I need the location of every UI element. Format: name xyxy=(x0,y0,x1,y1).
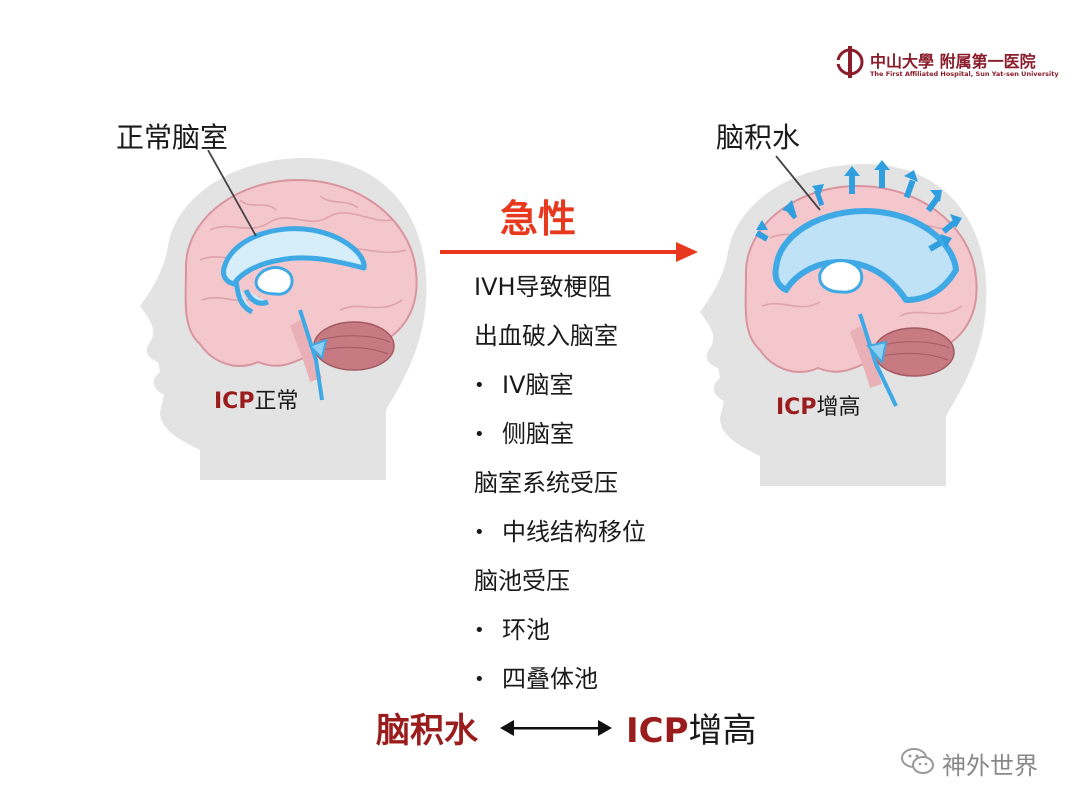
right-arrow-icon xyxy=(440,242,698,262)
bullet-icon: • xyxy=(474,522,485,543)
logo-subtitle: The First Affiliated Hospital, Sun Yat-s… xyxy=(870,70,1059,78)
icp-abbr: ICP xyxy=(214,389,255,414)
ventricles-left xyxy=(221,226,367,315)
cerebellum-right xyxy=(873,327,955,377)
cerebellum-left xyxy=(313,321,395,371)
cause-subitem: • 环池 xyxy=(474,615,734,664)
icp-abbr: ICP xyxy=(776,395,817,420)
cause-subitem: • IV脑室 xyxy=(474,370,734,419)
icp-state: 正常 xyxy=(254,389,299,414)
cause-text: 环池 xyxy=(502,616,550,644)
hydrocephalus-term: 脑积水 xyxy=(376,711,478,751)
cause-subitem: • 四叠体池 xyxy=(474,664,734,713)
cause-heading: 脑室系统受压 xyxy=(474,468,734,517)
icp-normal-label: ICP正常 xyxy=(214,383,298,415)
wechat-icon xyxy=(901,748,934,774)
cause-text: IVH导致梗阻 xyxy=(474,273,612,301)
double-arrow-icon xyxy=(500,720,612,736)
cause-text: 出血破入脑室 xyxy=(474,322,618,350)
hydrocephalus-brain-illustration xyxy=(700,155,987,486)
bullet-icon: • xyxy=(474,424,485,445)
cause-heading: IVH导致梗阻 xyxy=(474,272,734,321)
watermark: 神外世界 xyxy=(900,744,1060,780)
icp-elevated-label: ICP增高 xyxy=(776,389,860,421)
hydrocephalus-title: 脑积水 xyxy=(716,121,801,154)
icp-state: 增高 xyxy=(688,711,757,751)
logo-title: 中山大學 附属第一医院 xyxy=(870,52,1036,71)
normal-brain-illustration xyxy=(140,150,427,480)
brainstem-right xyxy=(850,326,882,388)
bullet-icon: • xyxy=(474,620,485,641)
icp-abbr: ICP xyxy=(626,711,689,751)
cause-list: IVH导致梗阻出血破入脑室•IV脑室•侧脑室脑室系统受压•中线结构移位脑池受压•… xyxy=(474,272,734,713)
cause-heading: 脑池受压 xyxy=(474,566,734,615)
cause-subitem: • 中线结构移位 xyxy=(474,517,734,566)
icp-state: 增高 xyxy=(816,395,861,420)
relation-row: 脑积水 ICP增高 xyxy=(376,703,776,753)
hospital-logo: 中山大學 附属第一医院 The First Affiliated Hospita… xyxy=(834,44,1059,84)
cause-text: 脑室系统受压 xyxy=(474,469,618,497)
cause-subitem: • 侧脑室 xyxy=(474,419,734,468)
cause-text: 脑池受压 xyxy=(474,567,570,595)
watermark-text: 神外世界 xyxy=(942,752,1038,780)
icp-elevated-term: ICP增高 xyxy=(626,703,757,752)
cause-text: 中线结构移位 xyxy=(502,518,646,546)
normal-ventricle-title: 正常脑室 xyxy=(116,121,229,154)
acute-label: 急性 xyxy=(500,197,577,241)
brainstem-left xyxy=(290,320,322,382)
cause-text: 四叠体池 xyxy=(502,665,598,693)
pressure-arrows xyxy=(755,160,962,252)
cause-heading: 出血破入脑室 xyxy=(474,321,734,370)
cause-text: IV脑室 xyxy=(502,371,574,399)
hospital-emblem-icon xyxy=(834,46,864,78)
bullet-icon: • xyxy=(474,375,485,396)
bullet-icon: • xyxy=(474,669,485,690)
enlarged-ventricles xyxy=(772,208,959,303)
cause-text: 侧脑室 xyxy=(502,420,574,448)
